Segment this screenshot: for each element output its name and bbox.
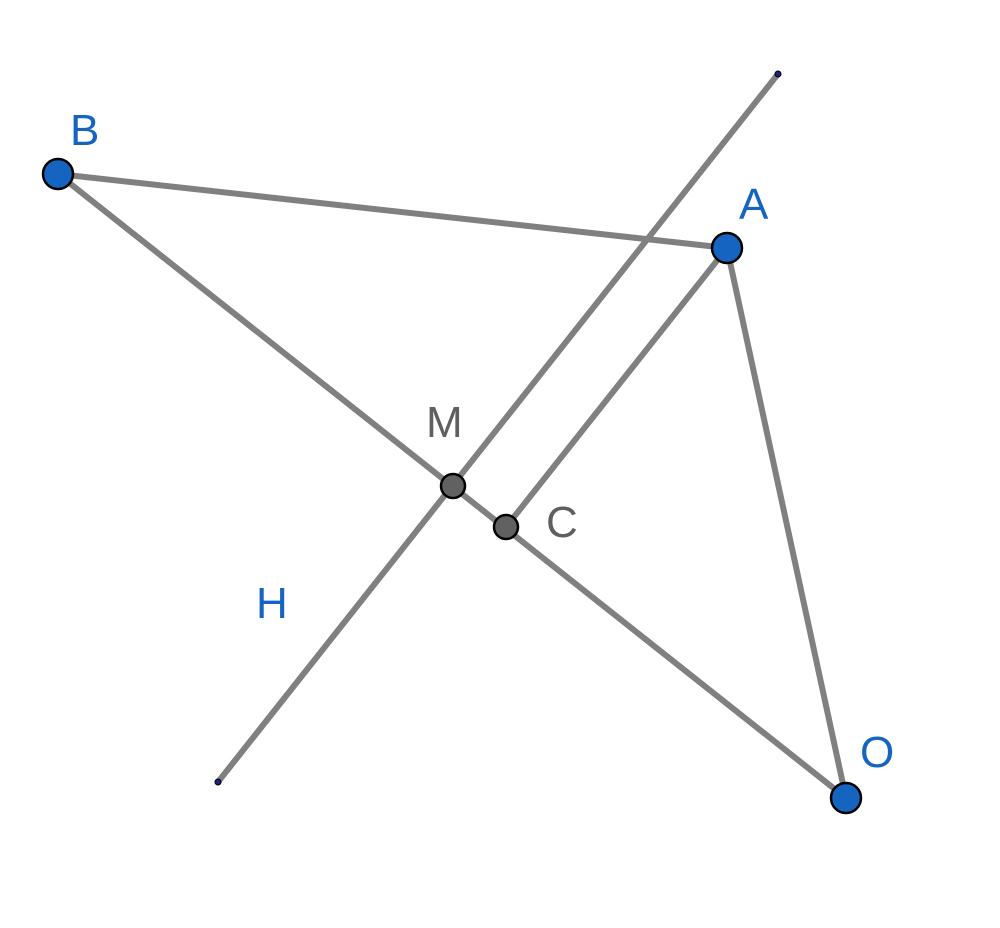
label-A: A bbox=[739, 180, 769, 229]
label-C: C bbox=[546, 498, 578, 547]
segment-BA bbox=[55, 171, 730, 251]
label-O: O bbox=[860, 728, 894, 777]
line-endpoint-bottom bbox=[214, 778, 222, 786]
point-A[interactable] bbox=[710, 231, 744, 265]
point-M[interactable] bbox=[439, 472, 467, 500]
segment-AC bbox=[503, 245, 730, 530]
label-B: B bbox=[70, 106, 99, 155]
line-through-M bbox=[215, 71, 781, 785]
point-B[interactable] bbox=[41, 157, 75, 191]
label-M: M bbox=[426, 398, 463, 447]
point-O[interactable] bbox=[829, 781, 863, 815]
segment-AO bbox=[724, 245, 849, 801]
point-C[interactable] bbox=[492, 513, 520, 541]
line-endpoint-top bbox=[774, 70, 782, 78]
label-H: H bbox=[256, 579, 288, 628]
